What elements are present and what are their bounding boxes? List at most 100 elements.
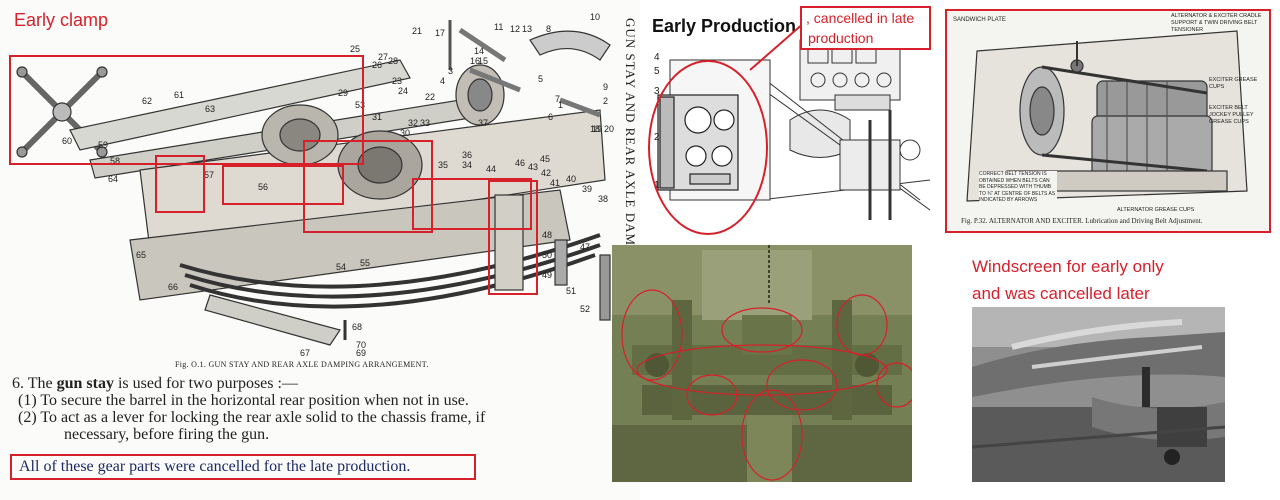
part-number: 70 — [356, 340, 367, 350]
part-number: 57 — [204, 170, 215, 180]
gun-stay-diagram-panel: 25 26 27 28 21 17 16 15 14 11 12 13 8 10… — [0, 0, 640, 480]
part-number: 68 — [352, 322, 363, 332]
cancelled-note-box: All of these gear parts were cancelled f… — [10, 454, 476, 480]
part-number: 30 — [400, 128, 411, 138]
highlight-box — [412, 178, 532, 230]
part-number: 12 — [510, 24, 521, 34]
label-alternator-grease: ALTERNATOR GREASE CUPS — [1117, 207, 1195, 213]
part-number: 66 — [168, 282, 179, 292]
early-production-panel: Early Production 4 5 3 2 1 , cancelled i… — [640, 0, 940, 240]
part-number: 6 — [548, 112, 554, 122]
part-number: 48 — [542, 230, 553, 240]
part-number: 3 — [448, 66, 454, 76]
callout-label: 3 — [654, 86, 660, 97]
part-number: 55 — [360, 258, 371, 268]
part-number: 26 — [372, 60, 383, 70]
part-number-labels: 25 26 27 28 21 17 16 15 14 11 12 13 8 10… — [0, 0, 640, 365]
cancelled-callout-line1: , cancelled in late — [806, 10, 915, 26]
part-number: 54 — [336, 262, 347, 272]
callout-label: 5 — [654, 66, 660, 77]
alternator-panel: SANDWICH PLATE ALTERNATOR & EXCITER CRAD… — [945, 9, 1271, 233]
part-number: 19 — [592, 124, 603, 134]
label-jockey-pulley: EXCITER BELT JOCKEY PULLEY GREASE CUPS — [1209, 105, 1254, 125]
part-number: 35 — [438, 160, 449, 170]
early-clamp-highlight-box — [9, 55, 364, 165]
part-number: 23 — [392, 76, 403, 86]
part-number: 38 — [598, 194, 609, 204]
label-cradle-support: ALTERNATOR & EXCITER CRADLE SUPPORT & TW… — [1171, 13, 1262, 33]
part-number: 47 — [580, 242, 591, 252]
diagram-side-text: GUN STAY AND REAR AXLE DAMPING D — [623, 18, 638, 296]
paragraph-item-2-cont: necessary, before firing the gun. — [64, 426, 270, 443]
early-production-title: Early Production — [652, 16, 797, 36]
paragraph-title: 6. The gun stay is used for two purposes… — [12, 375, 298, 392]
callout-label: 4 — [654, 52, 660, 63]
windscreen-callout-line1: Windscreen for early only — [972, 257, 1164, 276]
part-number: 11 — [494, 22, 504, 32]
highlight-box — [155, 155, 205, 213]
part-number: 10 — [590, 12, 601, 22]
label-exciter-grease: EXCITER GREASE CUPS — [1209, 77, 1258, 90]
part-number: 18 — [590, 124, 601, 134]
windscreen-callout-line2: and was cancelled later — [972, 284, 1150, 303]
part-number: 2 — [603, 96, 609, 106]
part-number: 64 — [108, 174, 119, 184]
part-number: 62 — [142, 96, 153, 106]
part-number: 50 — [542, 250, 553, 260]
part-number: 24 — [398, 86, 409, 96]
alternator-line-drawing — [966, 30, 1248, 202]
part-number: 39 — [582, 184, 593, 194]
part-number: 40 — [566, 174, 577, 184]
part-number: 56 — [258, 182, 269, 192]
part-number: 5 — [538, 74, 544, 84]
label-belt-tension: CORRECT BELT TENSION IS OBTAINED WHEN BE… — [979, 171, 1057, 204]
part-number: 51 — [566, 286, 577, 296]
alternator-caption: Fig. P.32. ALTERNATOR AND EXCITER. Lubri… — [961, 217, 1203, 225]
part-number: 63 — [205, 104, 216, 114]
part-number: 22 — [425, 92, 436, 102]
part-number: 7 — [555, 94, 561, 104]
part-number: 60 — [62, 136, 73, 146]
highlight-box — [303, 140, 433, 233]
part-number: 15 — [478, 56, 489, 66]
figure-caption: Fig. O.1. GUN STAY AND REAR AXLE DAMPING… — [175, 360, 429, 369]
paragraph-item-1: (1) To secure the barrel in the horizont… — [18, 392, 469, 409]
callout-pointer-line — [749, 21, 806, 71]
part-number: 16 — [470, 56, 481, 66]
part-number: 44 — [486, 164, 497, 174]
part-number: 61 — [174, 90, 185, 100]
part-number: 52 — [580, 304, 591, 314]
part-number: 34 — [462, 160, 473, 170]
gun-stay-exploded-diagram — [16, 20, 611, 346]
part-number: 41 — [550, 178, 561, 188]
part-number: 4 — [440, 76, 446, 86]
part-number: 49 — [542, 270, 553, 280]
early-clamp-callout: Early clamp — [14, 10, 109, 30]
part-number: 8 — [546, 24, 552, 34]
gun-stay-paragraph: 6. The gun stay is used for two purposes… — [12, 375, 612, 443]
part-number: 25 — [350, 44, 361, 54]
part-number: 9 — [603, 82, 609, 92]
part-number: 31 — [372, 112, 383, 122]
part-number: 21 — [412, 26, 423, 36]
part-number: 67 — [300, 348, 311, 358]
cancelled-note: All of these gear parts were cancelled f… — [19, 458, 411, 475]
part-number: 17 — [435, 28, 446, 38]
part-number: 69 — [356, 348, 367, 358]
part-number: 13 — [522, 24, 533, 34]
part-number: 1 — [558, 100, 564, 110]
part-number: 28 — [388, 56, 399, 66]
part-number: 59 — [98, 140, 109, 150]
part-number: 46 — [515, 158, 526, 168]
highlight-box — [488, 180, 538, 295]
chassis-photo-panel — [612, 245, 912, 482]
part-number: 42 — [541, 168, 552, 178]
part-number: 45 — [540, 154, 551, 164]
part-number: 33 — [420, 118, 431, 128]
windscreen-photo — [972, 307, 1225, 482]
part-number: 27 — [378, 52, 389, 62]
gauge-highlight-ellipse — [648, 60, 768, 235]
windscreen-photo-panel — [972, 307, 1225, 482]
part-number: 32 — [408, 118, 419, 128]
part-number: 36 — [462, 150, 473, 160]
